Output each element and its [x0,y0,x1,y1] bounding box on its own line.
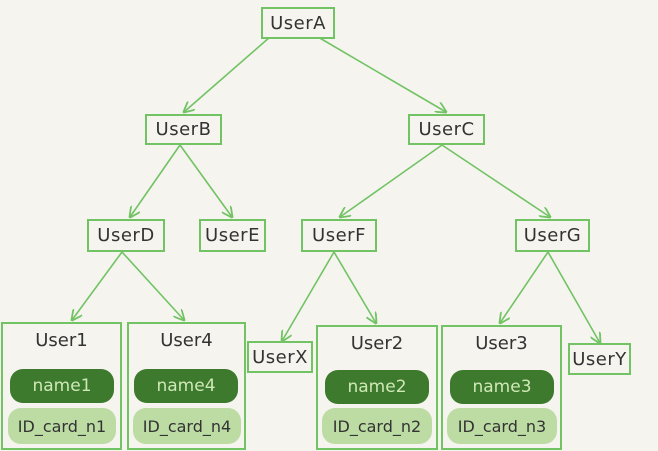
edge-g-y [547,251,600,343]
leaf-user3: User3 name3 ID_card_n3 [441,325,562,450]
node-usery: UserY [568,343,631,375]
edge-a-b [184,36,271,112]
edge-d-1 [72,251,123,320]
leaf-user3-name: name3 [450,370,554,404]
leaf-user2-name: name2 [325,370,429,404]
leaf-user4-name: name4 [134,369,238,403]
edge-c-f [340,144,443,217]
node-usere: UserE [199,219,266,252]
edge-f-2 [333,251,376,323]
leaf-user4-id-card: ID_card_n4 [133,408,241,444]
leaf-user1: User1 name1 ID_card_n1 [1,322,122,450]
node-userd: UserD [87,219,165,252]
leaf-user2-id-card: ID_card_n2 [322,408,432,444]
leaf-user1-title: User1 [35,330,88,351]
leaf-user1-name: name1 [10,369,114,403]
node-usera: UserA [261,7,335,39]
leaf-user4-title: User4 [160,330,213,351]
node-userf: UserF [301,219,377,252]
node-userx: UserX [247,341,313,373]
edge-b-d [130,144,181,217]
leaf-user2: User2 name2 ID_card_n2 [316,325,438,450]
leaf-user4: User4 name4 ID_card_n4 [127,322,246,450]
node-userc: UserC [408,114,485,145]
edge-f-x [282,251,335,341]
edge-c-g [441,144,550,217]
leaf-user3-id-card: ID_card_n3 [447,408,557,444]
node-userb: UserB [145,114,222,145]
edge-g-3 [500,251,549,323]
edge-d-4 [121,251,184,320]
leaf-user3-title: User3 [475,333,528,354]
node-userg: UserG [515,219,590,252]
leaf-user2-title: User2 [350,333,404,354]
leaf-user1-id-card: ID_card_n1 [8,408,116,444]
edge-b-e [179,144,232,217]
edge-a-c [317,36,446,112]
